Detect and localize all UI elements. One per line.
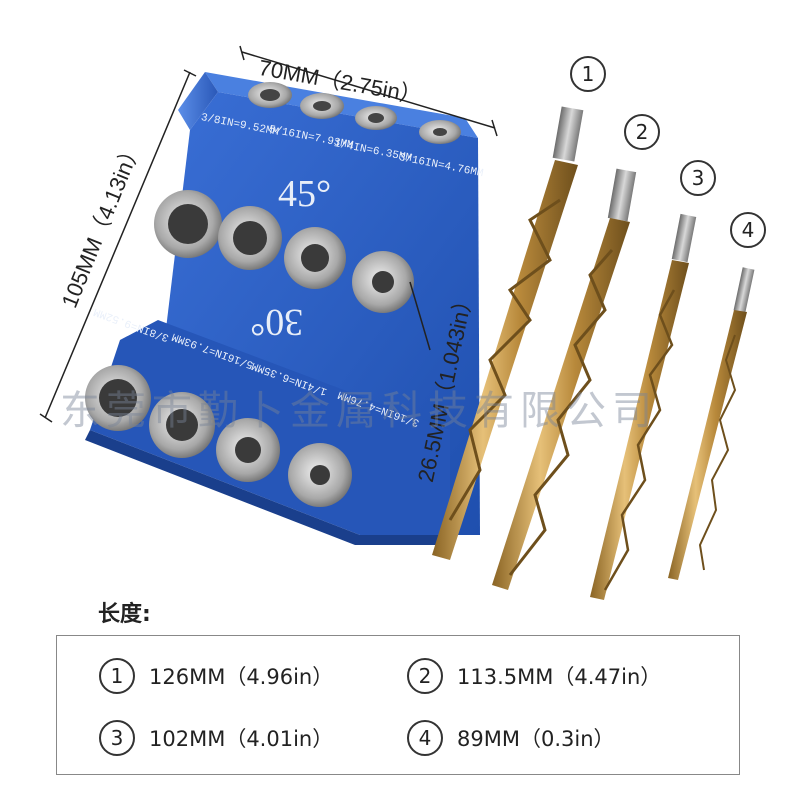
length-value-2: 113.5MM（4.47in） xyxy=(457,665,662,689)
angle-45-bushings xyxy=(154,190,414,313)
angle-45-label: 45° xyxy=(278,173,332,215)
bit-number-3: 3 xyxy=(680,160,716,196)
length-value-4: 89MM（0.3in） xyxy=(457,727,615,751)
jig-left-face xyxy=(178,72,218,130)
length-item-1: 1 126MM（4.96in） xyxy=(99,658,333,694)
bit-number-2: 2 xyxy=(624,114,660,150)
angle-30-label: 30° xyxy=(250,301,304,343)
dimension-lines xyxy=(39,45,498,423)
length-item-3: 3 102MM（4.01in） xyxy=(99,720,333,756)
length-value-1: 126MM（4.96in） xyxy=(149,665,334,689)
bit-number-1: 1 xyxy=(570,56,606,92)
drill-bit-2 xyxy=(492,168,637,590)
length-number-3: 3 xyxy=(99,720,135,756)
lengths-title: 长度: xyxy=(98,602,151,627)
company-watermark: 东莞市勤卜金属科技有限公司 xyxy=(60,388,658,434)
length-value-3: 102MM（4.01in） xyxy=(149,727,334,751)
length-item-2: 2 113.5MM（4.47in） xyxy=(407,658,661,694)
drill-bit-1 xyxy=(432,106,584,560)
length-number-1: 1 xyxy=(99,658,135,694)
drill-bit-3 xyxy=(590,213,697,600)
lengths-table: 1 126MM（4.96in） 2 113.5MM（4.47in） 3 102M… xyxy=(56,635,740,775)
length-number-4: 4 xyxy=(407,720,443,756)
length-item-4: 4 89MM（0.3in） xyxy=(407,720,615,756)
top-bushings xyxy=(248,82,461,144)
angle-30-bushings xyxy=(85,365,352,507)
bit-number-4: 4 xyxy=(730,212,766,248)
drill-bit-4 xyxy=(668,267,755,580)
length-number-2: 2 xyxy=(407,658,443,694)
